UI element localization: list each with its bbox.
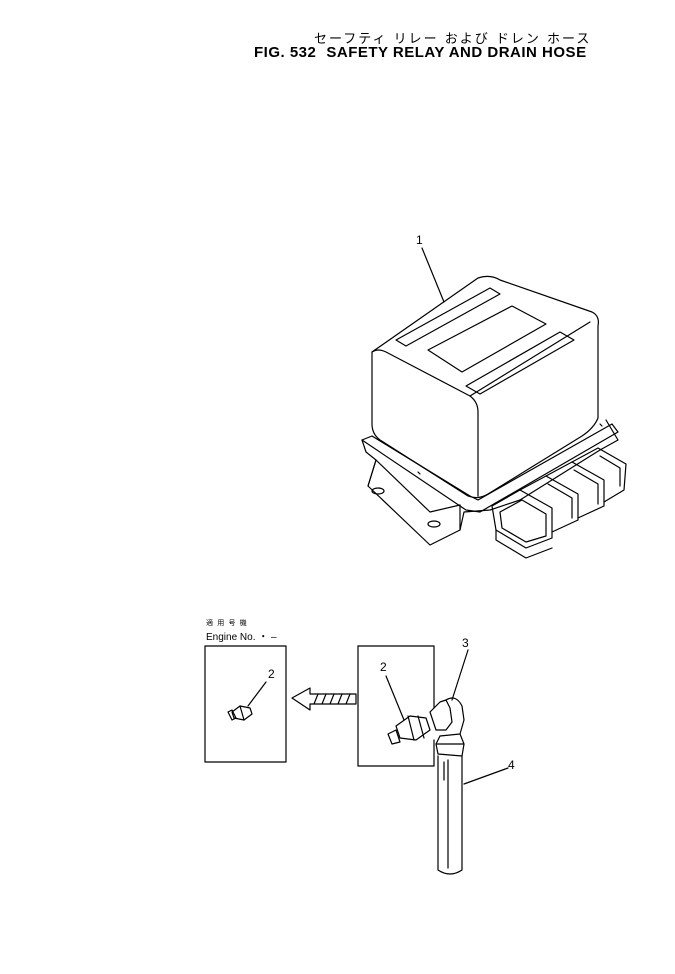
applicability-japanese-label: 適 用 号 機 bbox=[206, 619, 248, 627]
relay-mounting-bracket bbox=[361, 419, 619, 546]
leader-3 bbox=[451, 649, 469, 701]
left-arrow-icon bbox=[291, 687, 357, 711]
leader-1 bbox=[421, 247, 445, 303]
plug-left bbox=[227, 705, 253, 721]
relay-connectors bbox=[491, 447, 627, 559]
engine-number-line: Engine No. ・ – bbox=[206, 628, 277, 643]
callout-1: 1 bbox=[416, 233, 423, 247]
safety-relay bbox=[361, 275, 627, 559]
engine-number-value: ・ – bbox=[258, 632, 277, 643]
plug-right bbox=[387, 715, 431, 745]
engine-number-label: Engine No. bbox=[206, 632, 256, 643]
leader-2-left bbox=[247, 681, 267, 707]
callout-2-right: 2 bbox=[380, 660, 387, 674]
callout-4: 4 bbox=[508, 758, 515, 772]
bracket-hole-right bbox=[427, 520, 441, 528]
elbow-fitting bbox=[429, 697, 465, 757]
applicability-box-right bbox=[357, 645, 435, 709]
callout-3: 3 bbox=[462, 636, 469, 650]
figure-number: FIG. 532 bbox=[254, 44, 317, 61]
callout-2-left: 2 bbox=[268, 667, 275, 681]
drain-hose bbox=[437, 755, 463, 875]
figure-title-english: SAFETY RELAY AND DRAIN HOSE bbox=[326, 44, 587, 61]
leader-2-right bbox=[385, 675, 405, 721]
bracket-hole-left bbox=[371, 487, 385, 495]
leader-4 bbox=[463, 767, 509, 785]
title-japanese: セーフティ リレー および ドレン ホース bbox=[314, 32, 592, 47]
relay-housing bbox=[371, 275, 599, 499]
figure-title: FIG. 532 SAFETY RELAY AND DRAIN HOSE bbox=[254, 44, 587, 61]
applicability-box-left bbox=[204, 645, 287, 763]
